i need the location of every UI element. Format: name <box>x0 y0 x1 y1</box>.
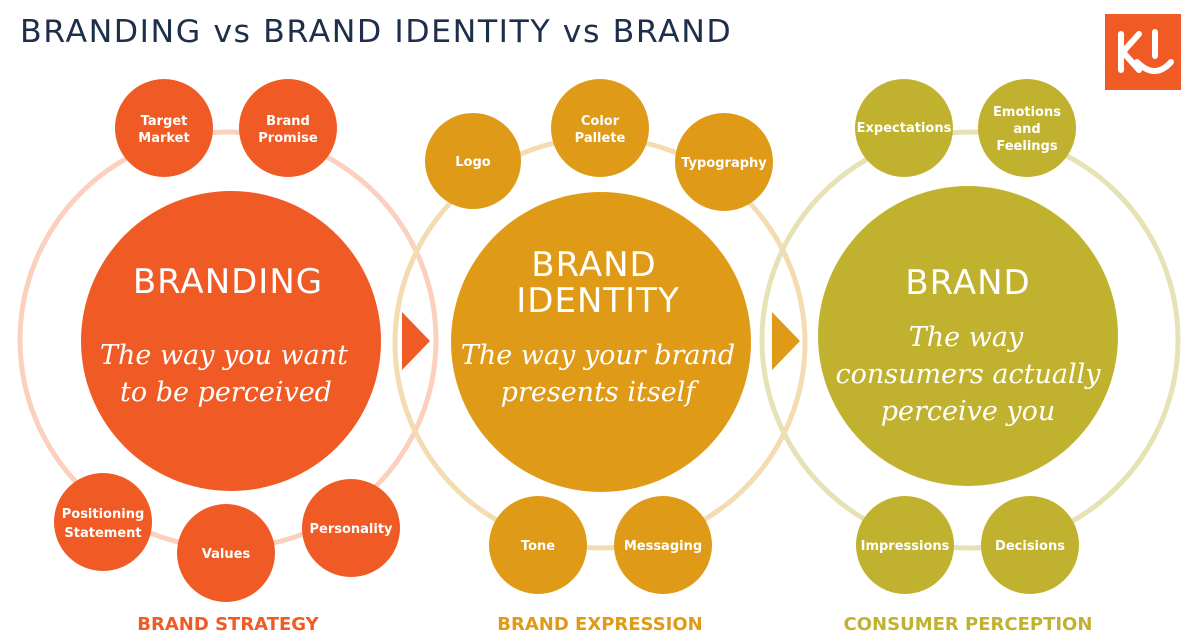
page-title: BRANDING vs BRAND IDENTITY vs BRAND <box>20 14 733 50</box>
item-label: Color <box>581 114 620 129</box>
arrow-right-icon <box>402 312 430 370</box>
item-circle <box>675 113 773 211</box>
item-label: Brand <box>266 114 310 129</box>
item-label: Promise <box>258 131 318 146</box>
item-label: Personality <box>309 522 393 537</box>
item-label: Tone <box>521 539 555 554</box>
brand-ring <box>759 129 1181 551</box>
item-circle <box>614 496 712 594</box>
item-label: and <box>1013 122 1040 137</box>
item-circle <box>856 496 954 594</box>
brand-circle <box>818 186 1118 486</box>
item-circle <box>115 79 213 177</box>
item-circle <box>489 496 587 594</box>
item-circle <box>551 79 649 177</box>
branding-tagline-1: The way you want <box>100 340 348 371</box>
item-label: Typography <box>681 156 767 171</box>
brand-section: BRAND The way consumers actually perceiv… <box>818 79 1118 635</box>
item-circle <box>425 113 521 209</box>
branding-heading: BRANDING <box>133 262 323 302</box>
item-circle <box>302 479 400 577</box>
item-label: Positioning <box>62 507 145 522</box>
brand-heading: BRAND <box>905 263 1030 303</box>
item-circle <box>978 79 1076 177</box>
item-circle <box>239 79 337 177</box>
identity-heading-2: IDENTITY <box>516 281 679 321</box>
item-label: Emotions <box>993 105 1061 120</box>
item-label: Logo <box>455 155 491 170</box>
item-label: Messaging <box>624 539 702 554</box>
brand-footer: CONSUMER PERCEPTION <box>844 614 1093 635</box>
branding-circle <box>81 191 381 491</box>
identity-footer: BRAND EXPRESSION <box>497 614 703 635</box>
item-circle <box>177 504 275 602</box>
item-label: Statement <box>64 526 141 541</box>
brand-tagline-2: consumers actually <box>835 359 1101 390</box>
identity-tagline-1: The way your brand <box>461 340 735 371</box>
item-label: Expectations <box>857 121 952 136</box>
item-label: Pallete <box>575 131 626 146</box>
item-circle <box>54 473 152 571</box>
item-circle <box>981 496 1079 594</box>
branding-footer: BRAND STRATEGY <box>137 614 319 635</box>
kj-logo <box>1105 14 1181 90</box>
arrow-right-icon <box>772 312 800 370</box>
item-label: Target <box>141 114 188 129</box>
branding-tagline-2: to be perceived <box>120 377 332 408</box>
item-label: Market <box>138 131 189 146</box>
item-label: Feelings <box>996 139 1057 154</box>
identity-tagline-2: presents itself <box>501 377 700 408</box>
identity-circle <box>451 192 751 492</box>
item-label: Decisions <box>995 539 1065 554</box>
identity-heading-1: BRAND <box>531 245 656 285</box>
brand-tagline-1: The way <box>909 322 1024 353</box>
item-circle <box>855 79 953 177</box>
identity-section: BRAND IDENTITY The way your brand presen… <box>425 79 773 635</box>
item-label: Values <box>202 547 251 562</box>
branding-section: BRANDING The way you want to be perceive… <box>54 79 400 635</box>
brand-tagline-3: perceive you <box>881 396 1056 427</box>
item-label: Impressions <box>861 539 950 554</box>
